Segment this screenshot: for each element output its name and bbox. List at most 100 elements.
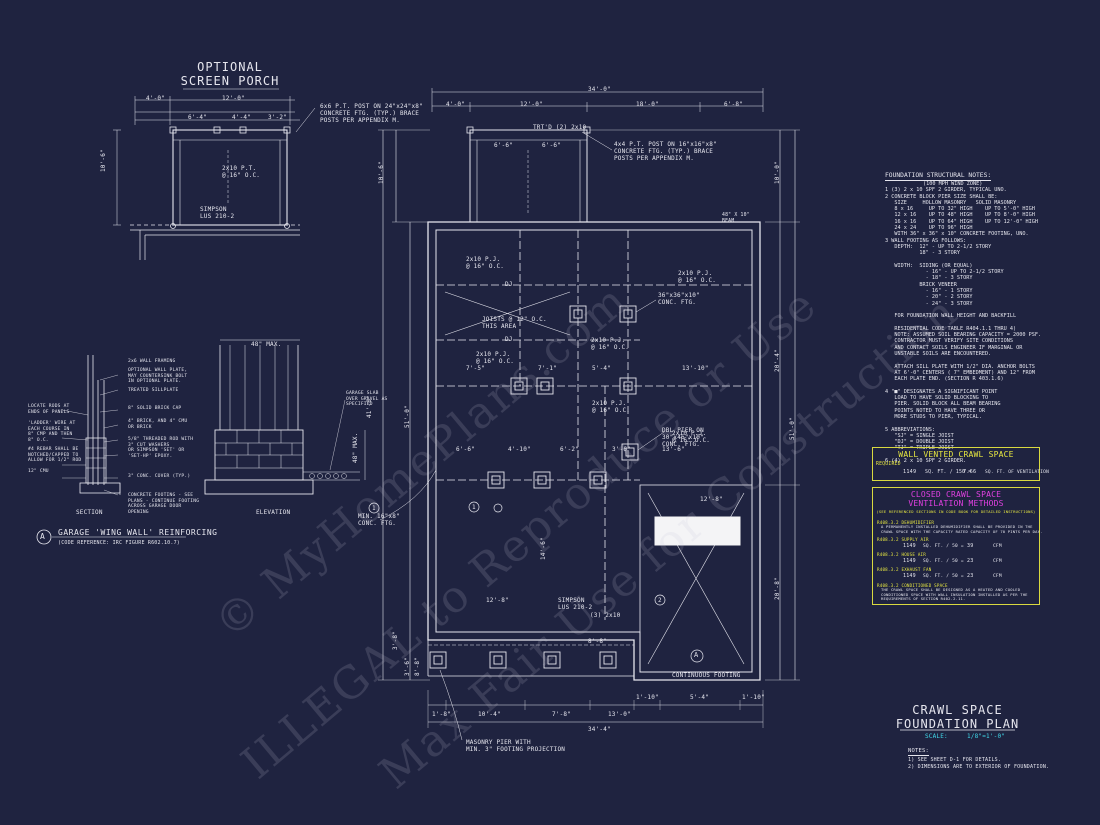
porch-title-2: SCREEN PORCH: [180, 74, 280, 88]
structural-note-line: - 24" - 3 STORY: [885, 300, 973, 307]
structural-note-line: AND CONTACT SOILS ENGINEER IF MARGINAL O…: [885, 344, 1023, 351]
wing-wall-dim-top: 48" MAX.: [251, 341, 282, 348]
plan-top-seg-3: 18'-0": [636, 101, 659, 108]
closed-sec3-result: 23: [967, 558, 974, 564]
structural-note-line: 16 x 16 UP TO 64" HIGH UP TO 12'-0" HIGH: [885, 218, 1039, 225]
plan-joist-3: 2x10 P.J. @ 16" O.C.: [476, 351, 515, 365]
porch-joist-label: 2x10 P.T. @ 16" O.C.: [222, 165, 261, 179]
wing-note-right-4: 8" SOLID BRICK CAP: [128, 406, 182, 411]
closed-crawl-box: CLOSED CRAWL SPACE VENTILATION METHODS (…: [872, 487, 1043, 605]
closed-sec4-unit: SQ. FT. / 50 =: [923, 574, 964, 579]
plan-right-dim-4: 20'-8": [774, 577, 781, 600]
plan-bottom-seg-6: 5'-4": [690, 694, 710, 701]
plan-callout-2b: 2: [658, 597, 662, 604]
wing-wall-dim-side: 48" MAX.: [352, 432, 359, 464]
plan-pier-note: 36"x36"x10" CONC. FTG.: [658, 292, 700, 306]
plan-joist-5: 2x10 P.J. @ 16" O.C.: [672, 430, 711, 444]
vented-title: WALL VENTED CRAWL SPACE: [898, 450, 1014, 459]
structural-note-line: RESIDENTIAL CODE TABLE R404.1.1 THRU 4): [885, 325, 1017, 332]
plan-joists-note: JOISTS @ 12" O.C. THIS AREA: [482, 316, 547, 330]
closed-sec3: R408.3.2 HOUSE AIR: [877, 552, 926, 557]
plan-top-seg-4: 6'-8": [724, 101, 744, 108]
porch-dim-e: 3'-2": [268, 114, 288, 121]
wing-note-right-5: 4" BRICK, AND 4" CMU OR BRICK: [128, 419, 188, 430]
porch-title-1: OPTIONAL: [197, 60, 263, 74]
plan-continuous-note: CONTINUOUS FOOTING: [672, 672, 741, 679]
structural-note-line: - 16" - 1 STORY: [885, 288, 973, 295]
structural-note-line: - 18" - 3 STORY: [885, 275, 973, 282]
plan-min-pier-note: MIN. 16"x8" CONC. FTG.: [358, 513, 400, 527]
plan-dj-2: DJ: [505, 336, 513, 343]
plan-porch-post-note: 4x4 P.T. POST ON 16"x16"x8" CONCRETE FTG…: [614, 141, 717, 162]
closed-sec1: R408.3.2 DEHUMIDIFIER: [877, 520, 935, 525]
plan-mid-dim-11: 14'-6": [540, 537, 547, 560]
structural-note-line: ATTACH SILL PLATE WITH 1/2" DIA. ANCHOR …: [885, 363, 1035, 370]
structural-note-line: CONTRACTOR MUST VERIFY SITE CONDITIONS: [885, 338, 1014, 345]
structural-notes: FOUNDATION STRUCTURAL NOTES: (100 MPH WI…: [885, 172, 1085, 464]
wing-note-right-2: OPTIONAL WALL PLATE, MAY COUNTERSINK BOL…: [128, 368, 188, 384]
plan-bottom-seg-3: 7'-8": [552, 711, 572, 718]
structural-note-line: 24 x 24 UP TO 96" HIGH: [885, 225, 973, 232]
plan-callout-1: 1: [372, 505, 376, 512]
plan-left-dim-1: 10'-6": [378, 161, 385, 184]
wing-note-right-6: 5/8" THREADED ROD WITH 3" CUT WASHERS OR…: [128, 437, 194, 459]
structural-notes-lines: 1 (3) 2 x 10 SPF 2 GIRDER, TYPICAL UNO.2…: [885, 187, 1085, 464]
plan-mid-dim-3: 5'-4": [592, 365, 612, 372]
structural-note-line: UNSTABLE SOILS ARE ENCOUNTERED.: [885, 351, 992, 358]
plan-overall-bottom: 34'-4": [588, 726, 611, 733]
plan-mid-dim-7: 6'-2": [560, 446, 580, 453]
structural-note-line: 8 x 16 UP TO 32" HIGH UP TO 5'-0" HIGH: [885, 206, 1035, 213]
plan-trtd: TRT'D (2) 2x10: [533, 124, 587, 131]
porch-dim-d: 4'-4": [232, 114, 252, 121]
plan-left-dim-6: 8'-8": [414, 656, 421, 676]
closed-sec4-result: 23: [967, 573, 974, 579]
structural-note-line: - 16" - UP TO 2-1/2 STORY: [885, 269, 1004, 276]
wing-note-left-3: #4 REBAR SHALL BE NOTCHED/CAPPED TO ALLO…: [28, 447, 82, 463]
plan-note-2: 2) DIMENSIONS ARE TO EXTERIOR OF FOUNDAT…: [908, 764, 1050, 770]
closed-sec1-text: A PERMANENTLY INSTALLED DEHUMIDIFIER SHA…: [881, 524, 1043, 534]
wing-garage-note: GARAGE SLAB OVER GRAVEL AS SPECIFIED: [346, 391, 388, 407]
plan-bottom-seg-4: 13'-0": [608, 711, 631, 718]
porch-dim-a: 4'-0": [146, 95, 166, 102]
foundation-plan: [368, 88, 1015, 741]
plan-bottom-seg-7: 1'-10": [742, 694, 765, 701]
plan-title-2: FOUNDATION PLAN: [895, 717, 1020, 731]
plan-left-dim-5: 3'-6": [404, 656, 411, 676]
plan-scale-label: SCALE:: [925, 733, 948, 740]
structural-note-line: "DJ" = DOUBLE JOIST: [885, 439, 954, 446]
plan-note-1: 1) SEE SHEET D-1 FOR DETAILS.: [908, 757, 1002, 763]
wing-subtitle: (CODE REFERENCE: IRC FIGURE R602.10.7): [58, 540, 180, 546]
plan-right-dim-1: 10'-0": [774, 161, 781, 184]
plan-mid-dim-8: 3'-6": [612, 446, 632, 453]
structural-note-line: 3 WALL FOOTING AS FOLLOWS:: [885, 237, 967, 244]
closed-sec2-unit: SQ. FT. / 50 =: [923, 544, 964, 549]
wing-note-left-1: LOCATE RODS AT ENDS OF PANELS: [28, 404, 70, 415]
plan-right-dim-2: 20'-4": [774, 349, 781, 372]
plan-top-dim-1: 6'-6": [494, 142, 514, 149]
structural-note-line: "SJ" = SINGLE JOIST: [885, 432, 954, 439]
plan-callout-2: 1: [472, 504, 476, 511]
vented-unit-2: SQ. FT. OF VENTILATION: [985, 470, 1050, 475]
plan-mid-dim-2: 7'-1": [538, 365, 558, 372]
vented-crawl-box: WALL VENTED CRAWL SPACE REQUIRED 1149 SQ…: [872, 447, 1049, 481]
closed-sec3-unit: SQ. FT. / 50 =: [923, 559, 964, 564]
wing-note-right-1: 2x6 WALL FRAMING: [128, 359, 176, 364]
closed-sec3-value: 1149: [903, 558, 916, 564]
structural-note-line: 6 (4) 2 x 10 SPF 2 GIRDER.: [885, 458, 967, 465]
structural-note-line: "TJ" = TRIPLE JOIST: [885, 445, 954, 452]
plan-right-dim-3: 51'-0": [789, 417, 796, 440]
plan-left-dim-4: 3'-8": [392, 630, 399, 650]
plan-mid-dim-10: 12'-8": [486, 597, 509, 604]
plan-lj-note: (3) 2x10: [590, 612, 621, 619]
structural-note-line: SIZE HOLLOW MASONRY SOLID MASONRY: [885, 199, 1017, 206]
wing-callout: A: [40, 532, 46, 541]
plan-dbl-pier-note: DBL PIER ON 30"x46"x10" CONC. FTG.: [662, 427, 704, 448]
structural-note-line: DEPTH: 12" - UP TO 2-1/2 STORY: [885, 243, 992, 250]
closed-sec4-value: 1149: [903, 573, 916, 579]
porch-dim-f: 10'-6": [100, 149, 107, 172]
plan-joist-6: 2x10 P.J. @ 16" O.C.: [592, 400, 631, 414]
plan-beam-note: 48" X 10" BEAM: [722, 213, 750, 224]
plan-masonry-note: MASONRY PIER WITH MIN. 3" FOOTING PROJEC…: [466, 739, 566, 753]
structural-note-line: AT 6'-0" CENTERS ( 7" EMBEDMENT) AND 12"…: [885, 369, 1035, 376]
